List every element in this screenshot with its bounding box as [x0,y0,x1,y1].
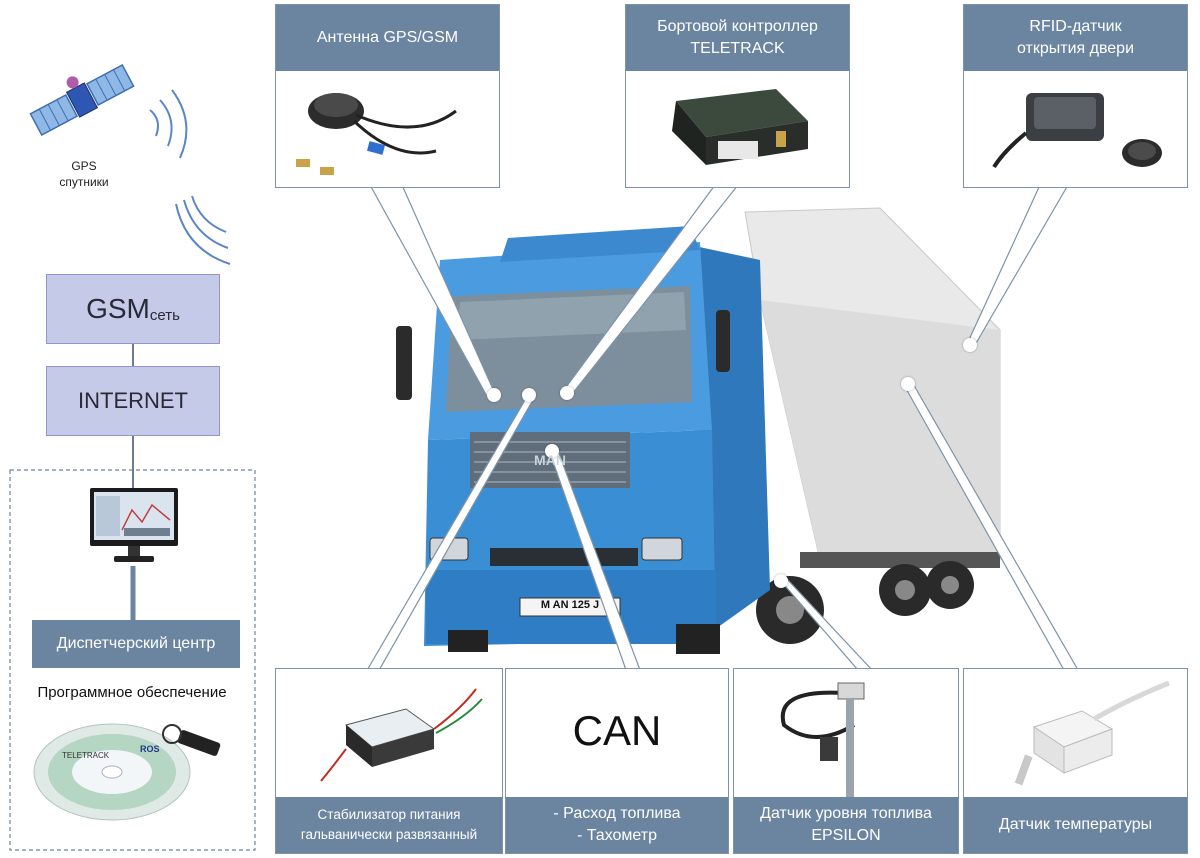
fuel-level-sensor-icon [780,682,865,799]
license-plate: M AN 125 J [540,599,600,611]
can-card: CAN - Расход топлива - Тахометр [505,668,729,854]
signal-waves-icon [149,89,231,265]
cd-brand-label: TELETRACK [62,751,110,760]
gsm-label: GSM [86,293,150,324]
controller-device-icon [672,89,808,165]
dispatch-center-bar: Диспетчерский центр [32,620,240,668]
can-title-line2: - Тахометр [576,827,658,844]
rfid-card-title: RFID-датчик открытия двери [964,5,1187,71]
controller-card-title: Бортовой контроллер TELETRACK [626,5,849,71]
usb-key-icon [162,724,221,756]
can-card-title: - Расход топлива - Тахометр [506,797,728,853]
temperature-card: Датчик температуры [963,668,1188,854]
satellite-label: GPS спутники [40,158,128,190]
fuel-sensor-point [774,574,788,588]
gps-antenna-icon [296,93,457,175]
can-title-line1: - Расход топлива [553,805,681,822]
power-stabilizer-icon [320,688,483,782]
fuel-sensor-title-line2: EPSILON [811,827,881,844]
stabilizer-card-title: Стабилизатор питания гальванически развя… [276,797,502,853]
fuel-sensor-card: Датчик уровня топлива EPSILON [733,668,959,854]
software-label: Программное обеспечение [37,684,227,701]
stabilizer-card: Стабилизатор питания гальванически развя… [275,668,503,854]
satellite-label-line1: GPS [71,159,97,173]
dispatch-center-label: Диспетчерский центр [56,635,216,652]
antenna-title-line1: Антенна GPS/GSM [316,29,459,46]
gsm-sub-label: сеть [149,306,180,324]
temperature-title-line1: Датчик температуры [998,816,1153,833]
internet-label: INTERNET [78,388,188,413]
stabilizer-title-line1: Стабилизатор питания [317,807,461,822]
stabilizer-title-line2: гальванически развязанный [300,827,478,842]
can-point [545,444,559,458]
monitor-icon [90,488,178,562]
rfid-title-line1: RFID-датчик [1029,18,1122,35]
rfid-title-line2: открытия двери [1016,40,1135,57]
rfid-card: RFID-датчик открытия двери [963,4,1188,188]
antenna-point [487,388,501,402]
fuel-sensor-card-title: Датчик уровня топлива EPSILON [734,797,958,853]
software-disc-icon: TELETRACK ROS [33,723,191,821]
controller-point [560,386,574,400]
antenna-card: Антенна GPS/GSM [275,4,500,188]
antenna-card-title: Антенна GPS/GSM [276,5,499,71]
grille-logo: MAN [534,452,566,468]
cd-maker-label: ROS [140,744,160,754]
internet-box: INTERNET [46,366,220,436]
temperature-card-title: Датчик температуры [964,797,1187,853]
can-label: CAN [572,707,662,754]
truck-illustration [396,207,1001,654]
controller-card: Бортовой контроллер TELETRACK [625,4,850,188]
stabilizer-point [522,388,536,402]
temperature-sensor-icon [1014,680,1170,786]
temperature-point [901,377,915,391]
controller-title-line2: TELETRACK [690,40,785,57]
controller-title-line1: Бортовой контроллер [657,18,818,35]
satellite-icon [29,63,135,137]
rfid-point [963,338,977,352]
satellite-label-line2: спутники [59,175,109,189]
fuel-sensor-title-line1: Датчик уровня топлива [760,805,932,822]
rfid-sensor-icon [992,93,1162,169]
